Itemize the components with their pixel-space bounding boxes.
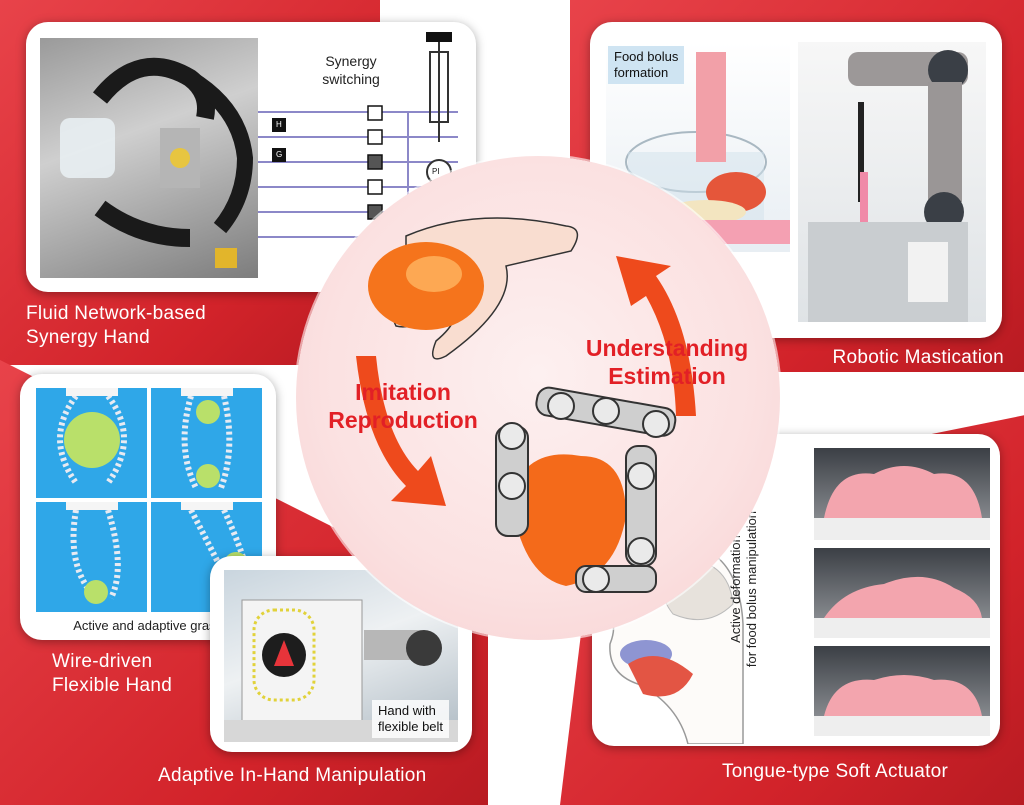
center-illustration [356,217,696,593]
understanding-line1: Understanding [585,335,749,361]
pi-label: PI [432,167,440,176]
synergy-caption: Fluid Network-based Synergy Hand [26,302,206,350]
synergy-title-line1: Synergy [325,53,377,69]
valve-g-label: G [276,150,283,159]
imitation-arrow [356,356,446,506]
wire-caption-line2: Flexible Hand [52,675,173,696]
mastication-caption-line2: Simulator [921,371,1004,392]
mastication-caption-line1: Robotic Mastication [832,347,1004,368]
synergy-hand-illustration [60,57,254,268]
robot-arm-photo [798,42,986,322]
adaptive-caption: Adaptive In-Hand Manipulation [158,765,427,786]
wire-caption: Wire-driven Flexible Hand [52,650,172,698]
tongue-shape-2 [814,576,990,638]
synergy-title-line2: switching [322,71,380,87]
belt-note-line1: Hand with [378,703,436,718]
tongue-caption: Tongue-type Soft Actuator [722,761,949,782]
human-hand-icon [368,217,579,360]
synergy-caption-line1: Fluid Network-based [26,303,206,324]
synergy-hand-photo [40,38,258,278]
valve-h-label: H [276,120,282,129]
tongue-photo-2 [814,548,990,638]
robot-hand-icon [495,386,677,593]
belt-note: Hand with flexible belt [372,700,450,738]
synergy-caption-line2: Synergy Hand [26,327,151,348]
wire-caption-line1: Wire-driven [52,651,153,672]
food-bolus-note-line2: formation [614,65,669,80]
food-bolus-note-line1: Food bolus [614,49,679,64]
wire-sublabel: Active and adaptive grasp [73,618,223,633]
mastication-caption: Robotic Mastication Simulator [790,346,1004,394]
imitation-line2: Reproduction [328,407,478,433]
tongue-photo-3 [814,646,990,736]
understanding-text: Understanding Estimation [572,334,762,390]
imitation-line1: Imitation [355,379,451,405]
tongue-shape-3 [814,675,990,736]
understanding-line2: Estimation [608,363,726,389]
tongue-photo-1 [814,448,990,540]
synergy-title: Synergy switching [296,52,406,88]
adaptive-panel: Hand with flexible belt [210,556,472,752]
robot-arm-illustration [808,50,968,322]
understanding-arrow [616,256,696,416]
food-bolus-note: Food bolus formation [608,46,685,84]
imitation-text: Imitation Reproduction [318,378,488,434]
belt-note-line2: flexible belt [378,719,444,734]
tongue-shape-1 [814,466,990,540]
